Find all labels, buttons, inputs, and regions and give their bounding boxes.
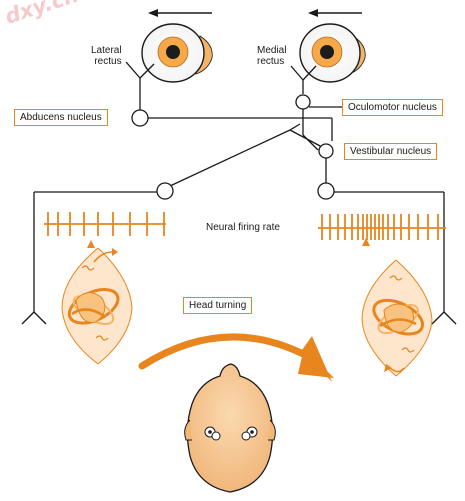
right-spike-train xyxy=(318,214,446,240)
abducens-node xyxy=(131,109,149,127)
abducens-nucleus-box: Abducens nucleus xyxy=(14,109,108,126)
semicircular-canal-icon xyxy=(61,247,133,365)
medial-rectus-label-line2: rectus xyxy=(257,56,285,67)
arrow-head-icon xyxy=(112,248,118,256)
left-curved-arrow xyxy=(93,251,113,263)
left-vestibular-input-node xyxy=(156,182,174,200)
arrow-left-icon xyxy=(148,9,212,17)
head-turning-box: Head turning xyxy=(183,297,253,314)
left-spike-train xyxy=(44,212,166,236)
oculomotor-nucleus-box: Oculomotor nucleus xyxy=(342,99,443,116)
vestibular-node xyxy=(318,143,334,159)
head-turning-arrow xyxy=(138,333,334,382)
semicircular-canal-icon xyxy=(361,259,433,377)
medial-rectus-label: Medial rectus xyxy=(257,45,286,67)
right-vestibular-input-node xyxy=(317,182,335,200)
vestibular-nucleus-box: Vestibular nucleus xyxy=(344,143,438,160)
arrow-head-icon xyxy=(384,364,392,372)
lateral-rectus-label: Lateral rectus xyxy=(91,45,122,67)
arrow-left-icon xyxy=(308,9,362,17)
eye-icon xyxy=(141,23,213,83)
oculomotor-node xyxy=(295,94,311,110)
nerve-pathways xyxy=(21,61,457,325)
medial-rectus-label-line1: Medial xyxy=(257,45,287,56)
lateral-rectus-label-line2: rectus xyxy=(94,56,122,67)
right-triangle-marker xyxy=(362,238,370,246)
left-triangle-marker xyxy=(87,240,95,248)
neural-firing-rate-label: Neural firing rate xyxy=(206,222,280,233)
lateral-rectus-label-line1: Lateral xyxy=(91,45,122,56)
neuron-nodes xyxy=(131,94,335,200)
head-top-view-icon xyxy=(184,363,276,493)
